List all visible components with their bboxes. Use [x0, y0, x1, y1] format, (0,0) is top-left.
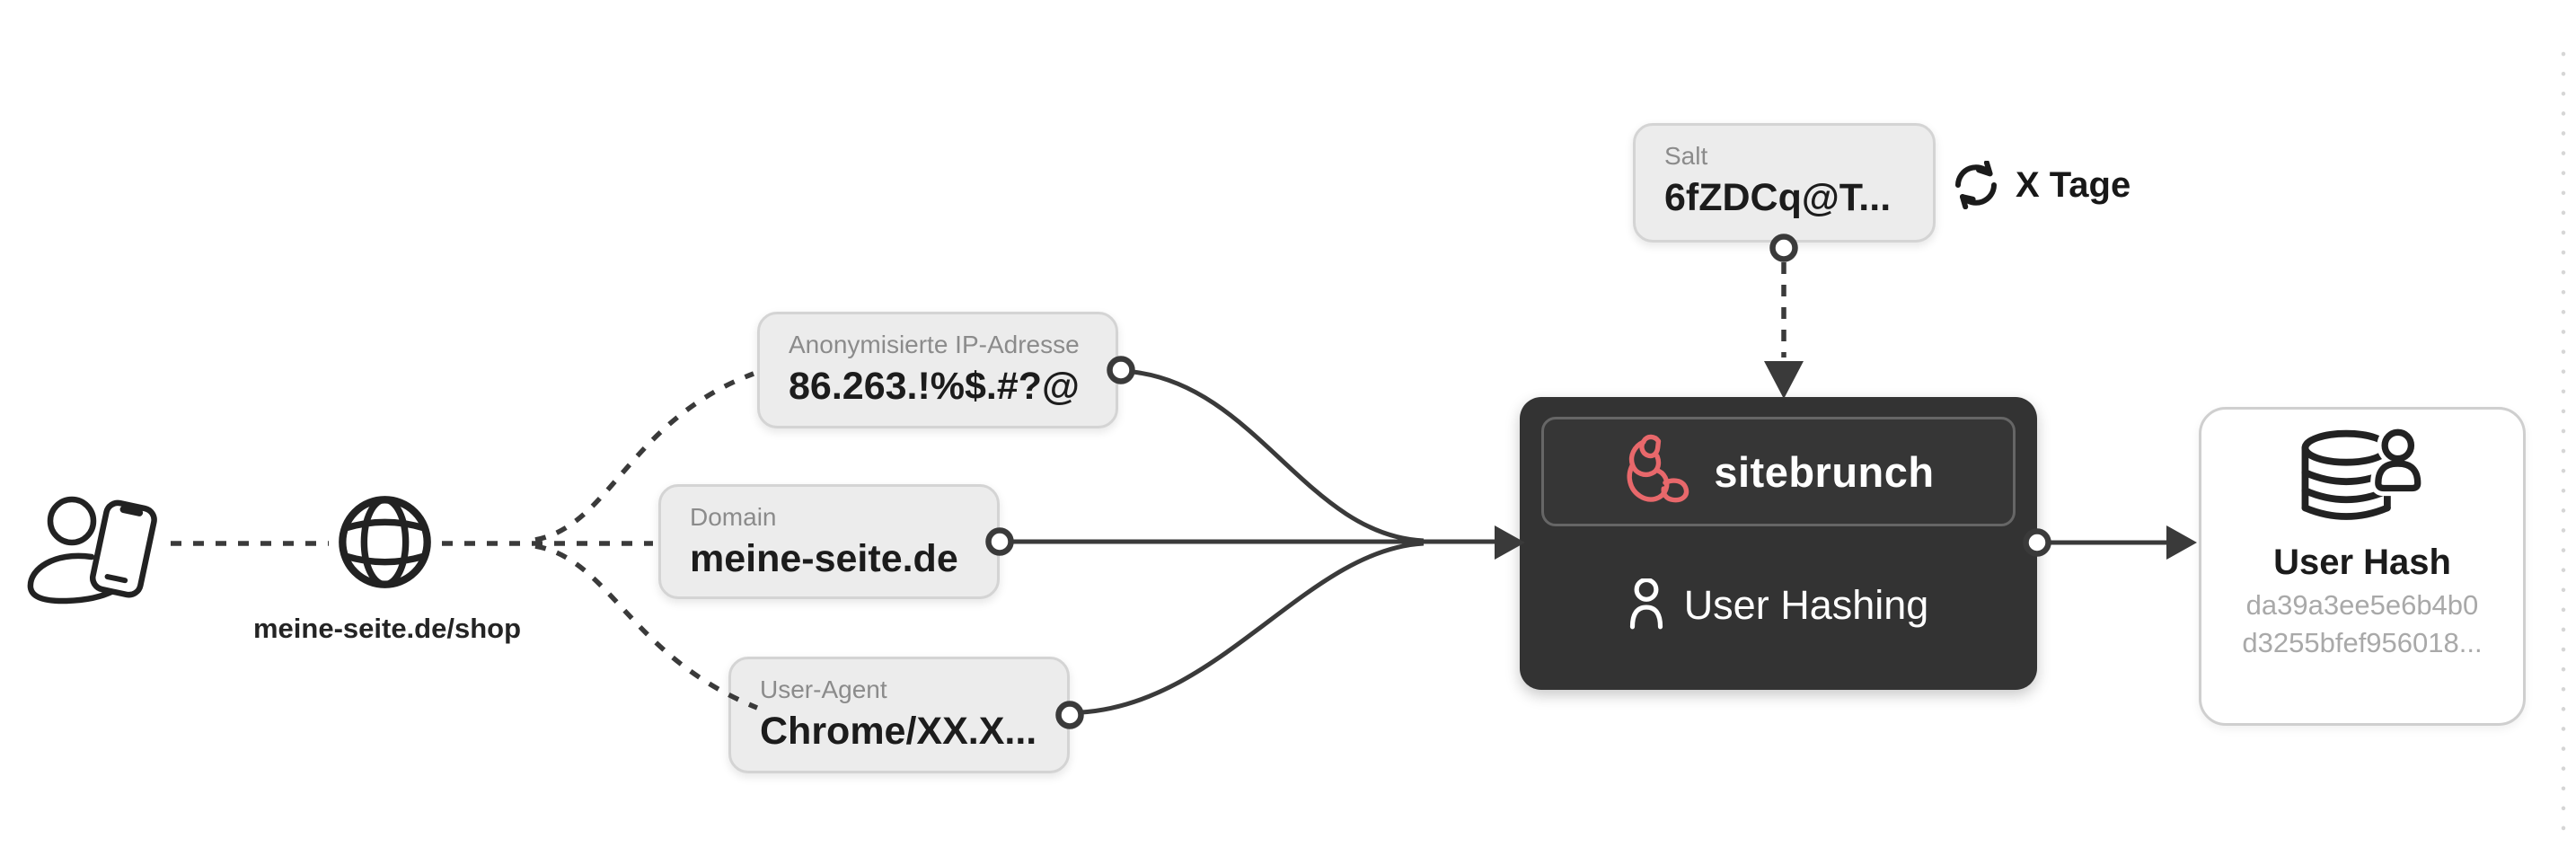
user-with-phone-icon — [27, 496, 157, 605]
chip-salt-label: Salt — [1664, 142, 1708, 170]
brand-pill: sitebrunch — [1541, 417, 2016, 526]
brand-name: sitebrunch — [1714, 447, 1935, 496]
visitor-site-caption: meine-seite.de/shop — [252, 613, 522, 644]
refresh-icon — [1955, 161, 1997, 209]
chip-anonymized-ip-label: Anonymisierte IP-Adresse — [789, 331, 1080, 358]
salt-rotation-label: X Tage — [2016, 164, 2131, 205]
chip-domain-value: meine-seite.de — [690, 537, 958, 580]
chip-user-agent-label: User-Agent — [760, 675, 887, 703]
chip-user-agent: User-Agent Chrome/XX.X... — [728, 657, 1070, 773]
globe-icon — [339, 496, 431, 588]
salt-rotation: X Tage — [1951, 160, 2130, 210]
user-icon — [1629, 578, 1663, 630]
processor-function-row: User Hashing — [1520, 577, 2037, 634]
chip-salt-value: 6fZDCq@T... — [1664, 176, 1892, 219]
croissant-icon — [1627, 434, 1689, 503]
processor-function-label: User Hashing — [1683, 582, 1929, 628]
chip-domain-label: Domain — [690, 503, 777, 531]
chip-domain: Domain meine-seite.de — [658, 484, 1000, 599]
processor-node: sitebrunch User Hashing — [1520, 397, 2037, 690]
result-hash-line-1: da39a3ee5e6b4b0 — [2245, 589, 2479, 621]
chip-anonymized-ip: Anonymisierte IP-Adresse 86.263.!%$.#?@ — [757, 312, 1118, 428]
user-database-icon — [2301, 426, 2426, 520]
result-node: User Hash da39a3ee5e6b4b0 d3255bfef95601… — [2199, 407, 2526, 726]
chip-salt: Salt 6fZDCq@T... — [1633, 123, 1936, 243]
result-title: User Hash — [2273, 543, 2451, 582]
result-hash-line-2: d3255bfef956018... — [2242, 626, 2483, 658]
chip-user-agent-value: Chrome/XX.X... — [760, 710, 1037, 753]
result-hash: da39a3ee5e6b4b0 d3255bfef956018... — [2242, 587, 2482, 662]
chip-anonymized-ip-value: 86.263.!%$.#?@ — [789, 365, 1080, 408]
